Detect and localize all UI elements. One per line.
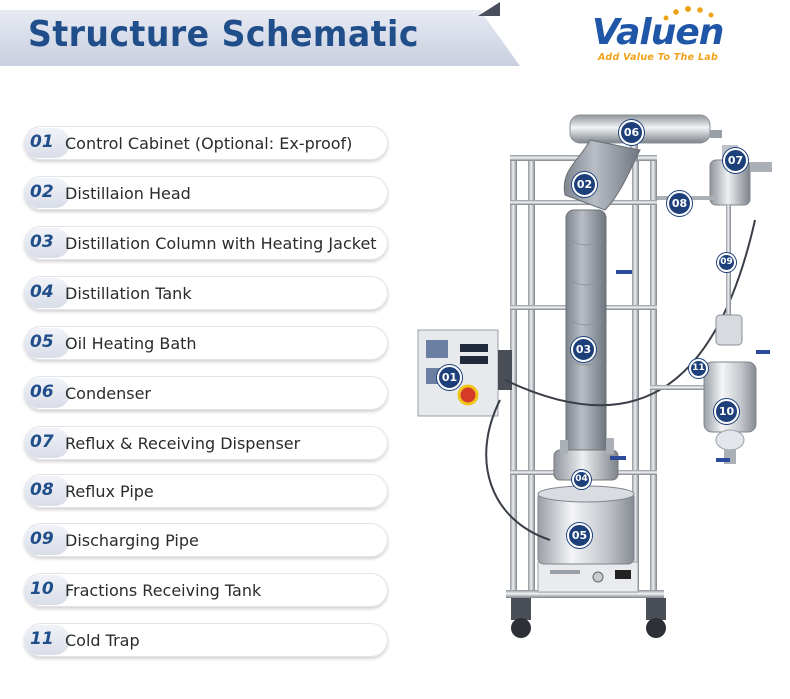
number-pill [24, 278, 70, 308]
number-pill [24, 625, 70, 655]
title-band [0, 10, 520, 66]
list-item: 03 Distillation Column with Heating Jack… [24, 226, 388, 260]
item-number: 01 [30, 132, 54, 152]
item-number: 07 [30, 432, 54, 452]
item-number: 10 [30, 579, 54, 599]
brand-tagline: Add Value To The Lab [598, 52, 719, 63]
number-pill [24, 378, 70, 408]
number-pill [24, 328, 70, 358]
callout-marker: 09 [717, 253, 736, 272]
number-pill [24, 228, 70, 258]
item-number: 04 [30, 282, 54, 302]
list-item: 06 Condenser [24, 376, 388, 410]
distillation-unit-drawing [417, 114, 772, 638]
item-label: Distillation Tank [65, 284, 192, 303]
callout-marker: 03 [571, 337, 596, 362]
item-label: Condenser [65, 384, 151, 403]
number-pill [24, 428, 70, 458]
logo-dots-icon [663, 6, 714, 21]
callout-marker: 06 [619, 120, 644, 145]
callout-marker: 08 [667, 191, 692, 216]
list-item: 08 Reflux Pipe [24, 474, 388, 508]
page-title: Structure Schematic [28, 14, 419, 55]
item-label: Control Cabinet (Optional: Ex-proof) [65, 134, 353, 153]
callout-marker: 11 [689, 359, 708, 378]
item-number: 09 [30, 529, 54, 549]
list-item: 10 Fractions Receiving Tank [24, 573, 388, 607]
item-number: 11 [30, 629, 54, 649]
callout-marker: 05 [567, 523, 592, 548]
list-item: 04 Distillation Tank [24, 276, 388, 310]
list-item: 01 Control Cabinet (Optional: Ex-proof) [24, 126, 388, 160]
item-label: Distillation Column with Heating Jacket [65, 234, 377, 253]
item-label: Fractions Receiving Tank [65, 581, 262, 600]
callout-marker: 07 [723, 148, 748, 173]
item-label: Reflux & Receiving Dispenser [65, 434, 301, 453]
item-number: 02 [30, 182, 54, 202]
list-item: 11 Cold Trap [24, 623, 388, 657]
number-pill [24, 178, 70, 208]
item-label: Oil Heating Bath [65, 334, 197, 353]
header: Structure Schematic Valuen Add Value To … [0, 0, 790, 72]
item-number: 05 [30, 332, 54, 352]
item-number: 06 [30, 382, 54, 402]
item-label: Discharging Pipe [65, 531, 199, 550]
list-item: 09 Discharging Pipe [24, 523, 388, 557]
logo-area [520, 10, 790, 66]
item-number: 03 [30, 232, 54, 252]
brand-logo: Valuen [592, 12, 724, 53]
callout-marker: 02 [572, 172, 597, 197]
equipment-illustration: 06 07 02 08 09 03 11 01 10 04 05 [410, 100, 790, 660]
number-pill [24, 525, 70, 555]
list-item: 05 Oil Heating Bath [24, 326, 388, 360]
callout-marker: 10 [714, 399, 739, 424]
item-label: Cold Trap [65, 631, 140, 650]
item-label: Reflux Pipe [65, 482, 154, 501]
item-number: 08 [30, 480, 54, 500]
list-item: 02 Distillaion Head [24, 176, 388, 210]
number-pill [24, 128, 70, 158]
item-label: Distillaion Head [65, 184, 191, 203]
list-item: 07 Reflux & Receiving Dispenser [24, 426, 388, 460]
number-pill [24, 575, 70, 605]
callout-marker: 01 [437, 365, 462, 390]
number-pill [24, 476, 70, 506]
callout-marker: 04 [572, 470, 591, 489]
